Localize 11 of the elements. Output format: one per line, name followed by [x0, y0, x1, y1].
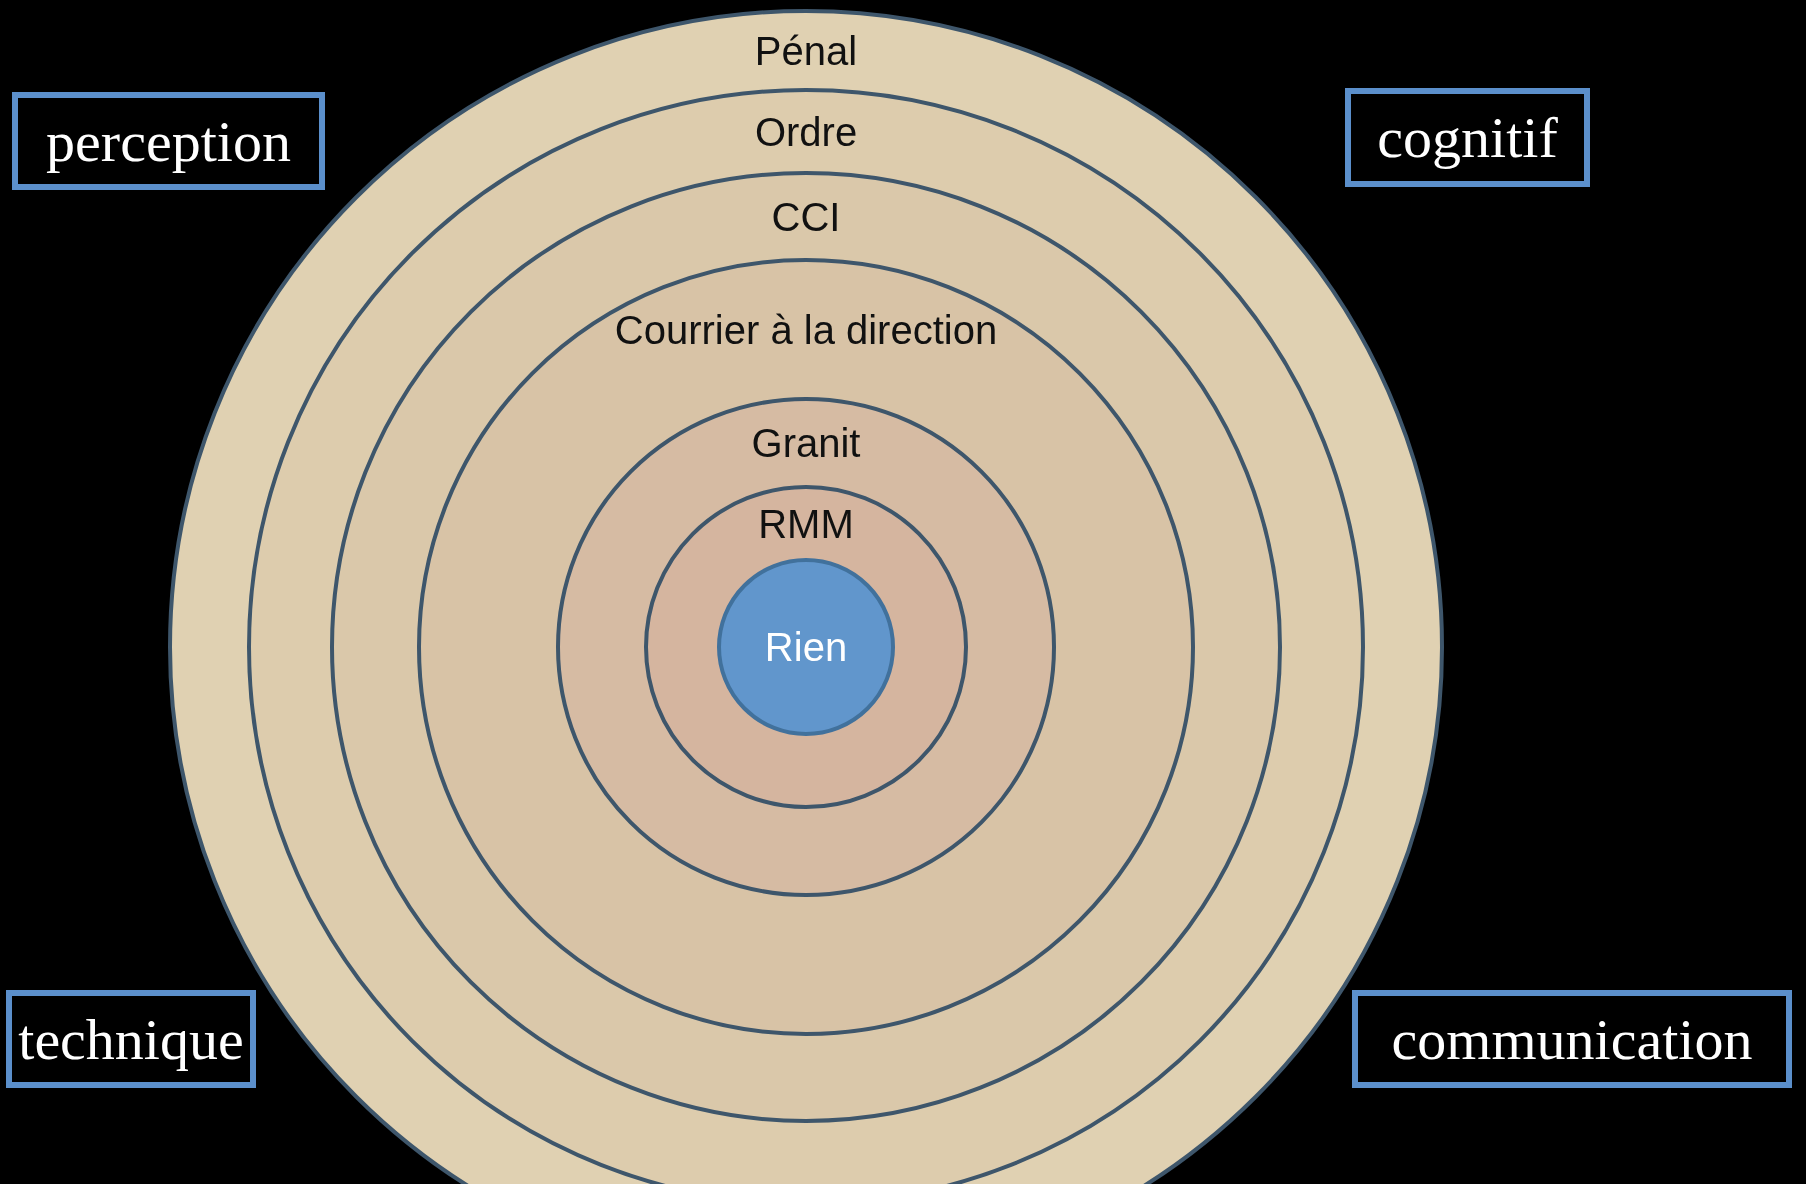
- ring-label: Rien: [763, 624, 849, 671]
- category-label: technique: [6, 990, 256, 1088]
- category-label: cognitif: [1345, 88, 1590, 187]
- category-label: communication: [1352, 990, 1792, 1088]
- category-label: perception: [12, 92, 325, 190]
- ring-label: CCI: [770, 193, 842, 241]
- ring-label: Granit: [750, 420, 862, 467]
- ring-label: RMM: [757, 500, 855, 548]
- ring-label: Courrier à la direction: [613, 306, 999, 354]
- ring-label: Pénal: [753, 27, 859, 75]
- ring-label: Ordre: [753, 108, 859, 156]
